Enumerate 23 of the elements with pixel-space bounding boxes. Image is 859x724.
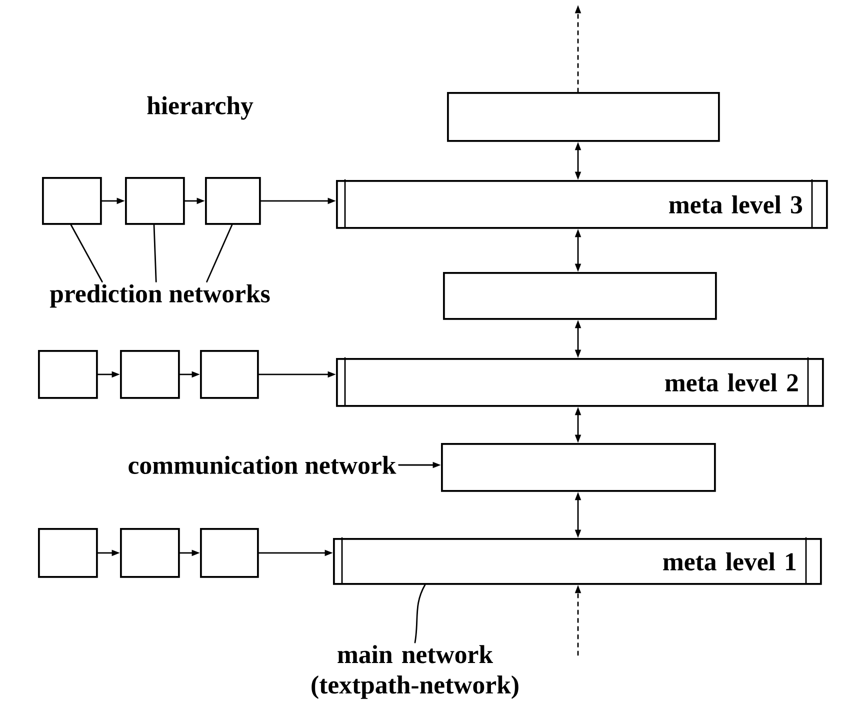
network-box xyxy=(120,528,180,578)
network-box xyxy=(200,528,259,578)
network-box xyxy=(200,350,259,399)
annotation-text: prediction networks xyxy=(50,284,270,308)
annotation-text: main network (textpath-network) xyxy=(312,645,518,699)
network-box xyxy=(447,92,720,142)
network-box xyxy=(441,443,716,492)
leader-line xyxy=(206,224,233,282)
meta-level-bar: meta level 1 xyxy=(333,537,822,585)
leader-line xyxy=(414,584,426,644)
network-box xyxy=(38,528,98,578)
network-box xyxy=(42,177,102,225)
network-box xyxy=(38,350,98,399)
leader-line xyxy=(153,224,157,282)
network-box xyxy=(125,177,185,225)
meta-level-bar: meta level 2 xyxy=(336,357,824,407)
meta-level-bar: meta level 3 xyxy=(336,179,828,229)
annotation-text: communication network xyxy=(128,456,396,474)
heading-label: hierarchy xyxy=(147,96,254,120)
network-box xyxy=(205,177,261,225)
network-box xyxy=(443,272,717,320)
leader-line xyxy=(70,224,103,282)
network-box xyxy=(120,350,180,399)
